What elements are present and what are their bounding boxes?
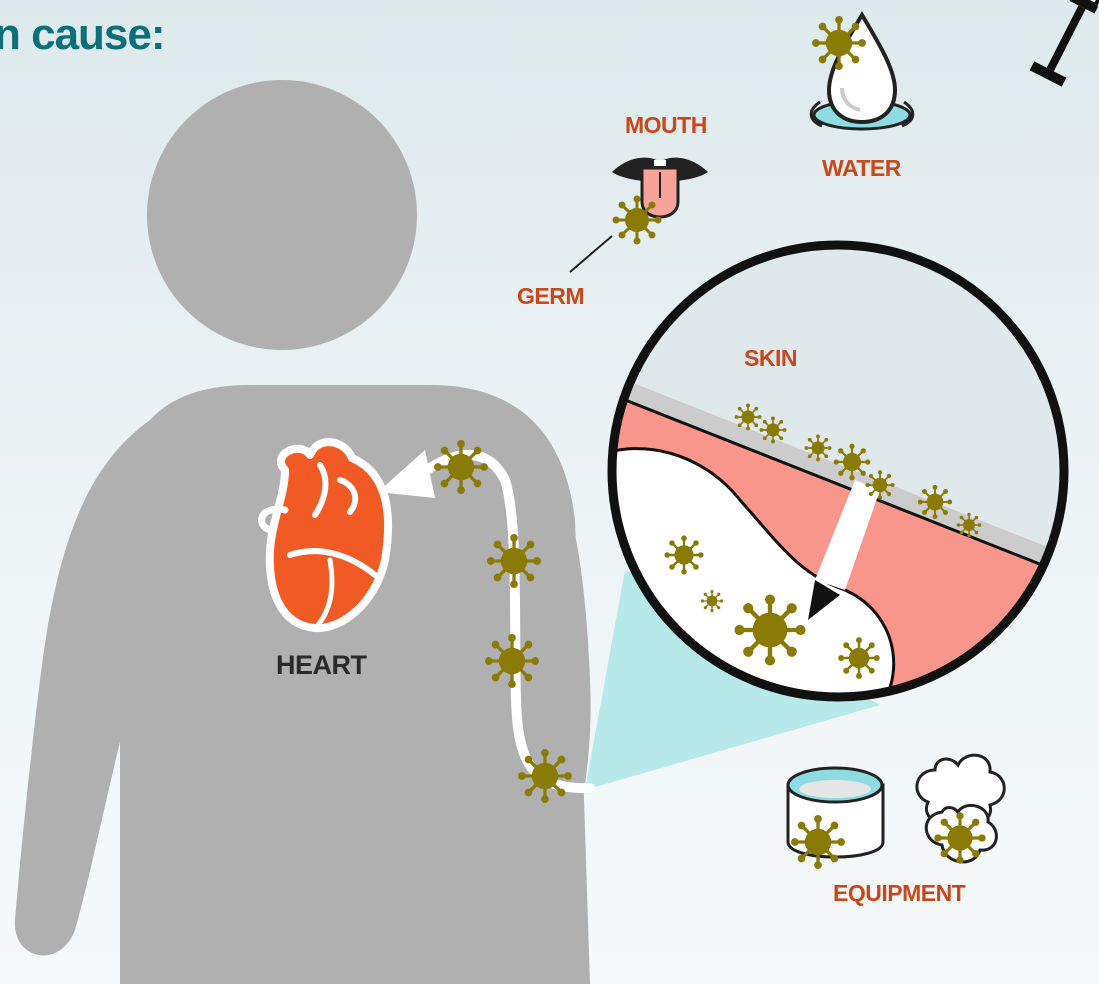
- germ-icon: [918, 485, 952, 519]
- germ-label: GERM: [517, 283, 584, 310]
- germ-icon: [865, 470, 894, 499]
- skin-label: SKIN: [744, 345, 797, 372]
- germ-icon: [957, 513, 982, 538]
- cup-icon: [788, 768, 883, 857]
- equipment-label: EQUIPMENT: [833, 880, 965, 907]
- germ-icon: [805, 435, 832, 462]
- heart-label: HEART: [276, 650, 367, 681]
- page-title: n cause:: [0, 10, 165, 60]
- germ-icon: [735, 404, 762, 431]
- water-label: WATER: [822, 155, 901, 182]
- germ-icon: [701, 590, 723, 612]
- germ-icon: [664, 535, 703, 574]
- germ-icon: [734, 594, 805, 665]
- germ-icon: [812, 16, 866, 70]
- germ-icon: [791, 815, 845, 869]
- germ-icon: [487, 534, 541, 588]
- germ-icon: [485, 634, 539, 688]
- syringe-icon: [1030, 0, 1099, 87]
- germ-icon: [760, 417, 787, 444]
- germ-icon: [934, 812, 985, 863]
- germ-icon: [834, 444, 871, 481]
- germ-icon: [518, 749, 572, 803]
- germ-icon: [434, 440, 488, 494]
- heart-icon: [262, 442, 389, 628]
- germ-icon: [613, 196, 662, 245]
- germ-pointer-line: [570, 236, 612, 272]
- germ-icon: [838, 637, 880, 679]
- mouth-label: MOUTH: [625, 112, 707, 139]
